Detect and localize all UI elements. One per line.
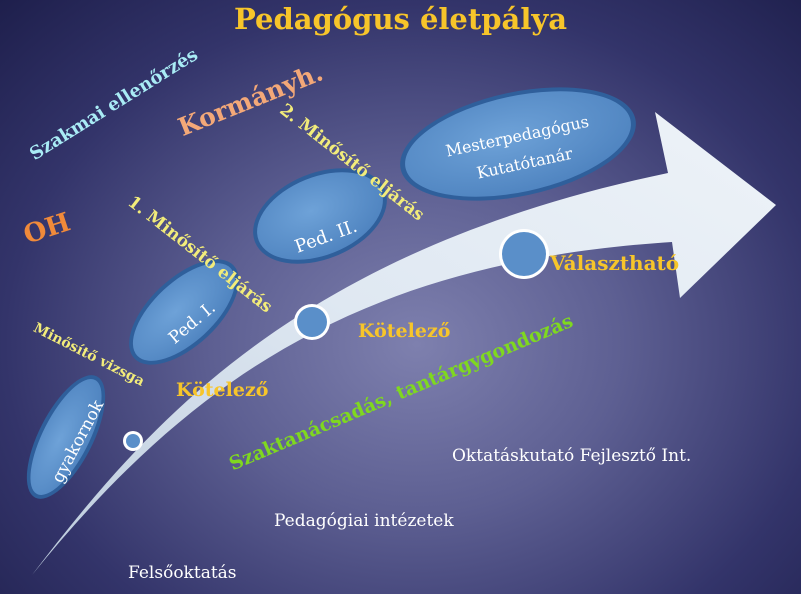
optional-label: Választható [550,251,680,275]
mandatory-label-1: Kötelező [176,379,269,401]
oval-trainee [26,375,106,499]
oval-master [400,87,636,201]
milestone-large [499,229,549,279]
research-institute-label: Oktatáskutató Fejlesztő Int. [452,446,692,466]
oval-ped1 [129,259,239,365]
higher-education-label: Felsőoktatás [128,563,237,583]
career-arrow [32,112,776,575]
page-title: Pedagógus életpálya [234,2,567,36]
pedagogical-institutes-label: Pedagógiai intézetek [274,511,454,531]
oval-ped2 [253,168,387,264]
milestone-medium [294,304,330,340]
mandatory-label-2: Kötelező [358,320,451,342]
milestone-small [123,431,143,451]
